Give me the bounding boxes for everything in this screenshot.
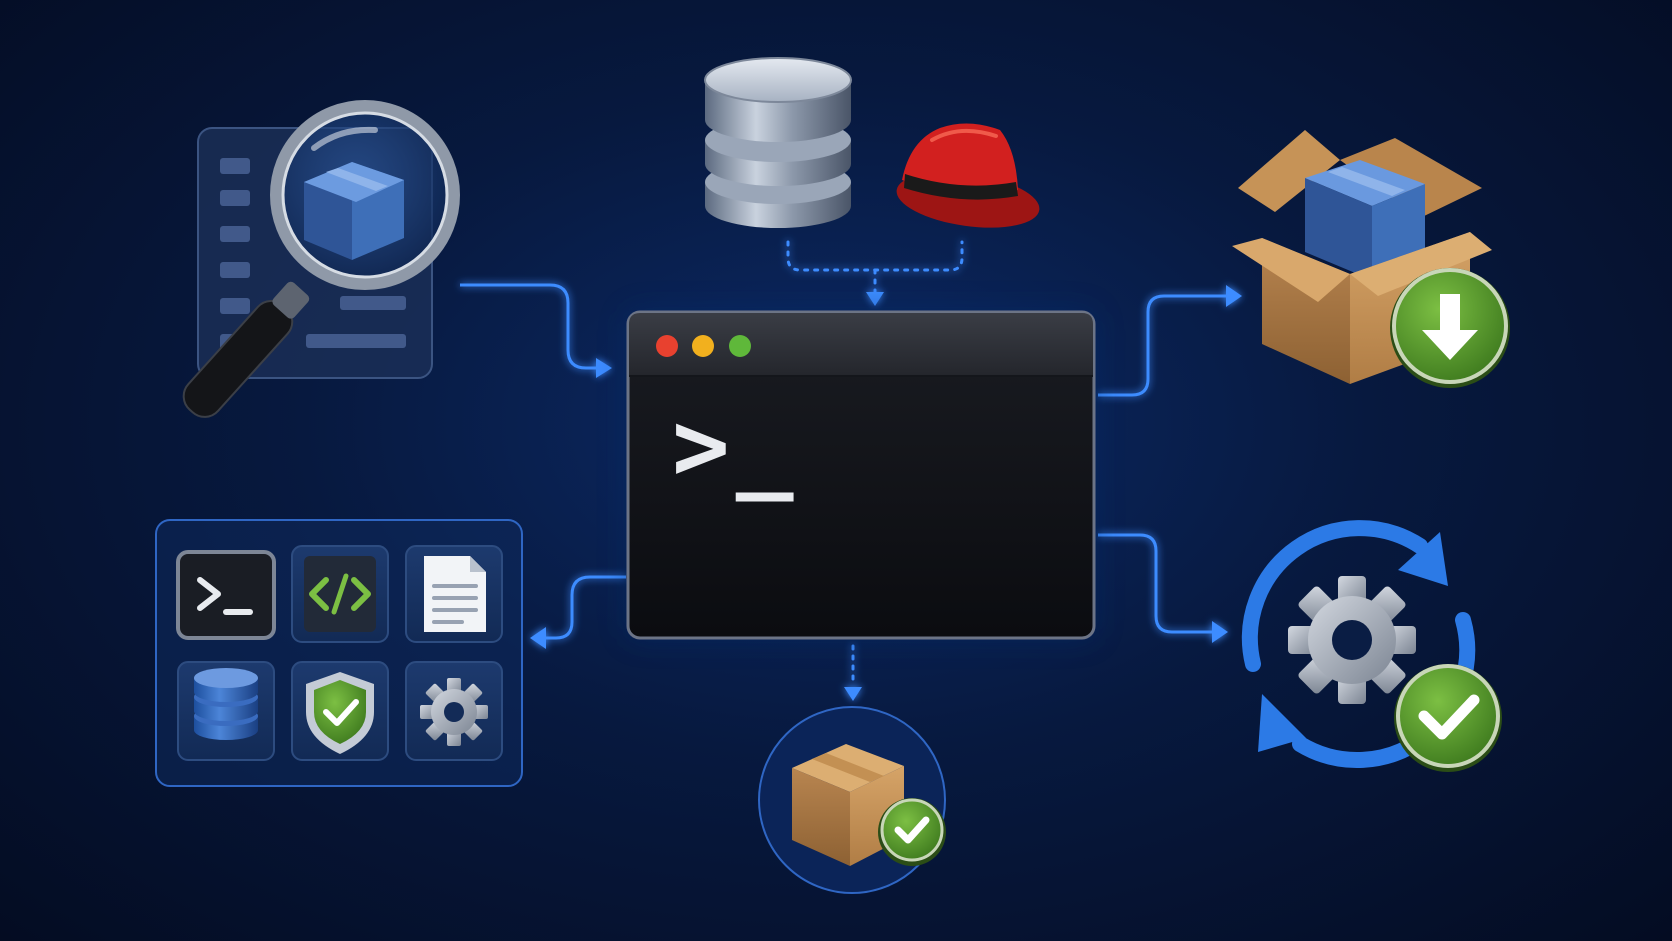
arrowhead-search	[596, 358, 612, 378]
window-close-button[interactable]	[656, 335, 678, 357]
package-search-icon	[182, 100, 460, 418]
tools-panel	[155, 519, 523, 787]
code-tool-icon[interactable]	[291, 545, 389, 643]
package-install-icon	[1232, 130, 1510, 388]
connectors	[460, 240, 1242, 701]
settings-gear-icon	[1288, 576, 1416, 704]
arrowhead-source	[866, 292, 884, 306]
verified-check-badge-icon	[878, 798, 946, 866]
security-shield-tool-icon[interactable]	[291, 661, 389, 761]
document-tool-icon[interactable]	[405, 545, 503, 643]
package-update-icon	[1241, 520, 1502, 772]
arrowhead-install	[1226, 285, 1242, 307]
arrowhead-update	[1212, 621, 1228, 643]
update-success-badge-icon	[1394, 664, 1502, 772]
terminal-title-bar	[629, 313, 1093, 376]
package-cube-in-lens	[304, 162, 404, 260]
connector-search-to-terminal	[460, 283, 606, 370]
window-minimize-button[interactable]	[692, 335, 714, 357]
arrowhead-tools	[530, 627, 546, 649]
terminal-tool-icon[interactable]	[176, 550, 276, 640]
connector-terminal-to-install	[1098, 294, 1226, 397]
connector-terminal-to-tools	[545, 575, 626, 640]
settings-tool-icon[interactable]	[405, 661, 503, 761]
silver-database-icon	[704, 57, 852, 228]
redhat-icon	[896, 123, 1040, 228]
connector-source-to-terminal	[786, 240, 964, 298]
database-tool-icon[interactable]	[177, 661, 275, 761]
connector-terminal-to-update	[1098, 533, 1212, 634]
arrowhead-verified	[844, 687, 862, 701]
verified-package-icon	[758, 706, 946, 894]
repository-source-icon	[704, 57, 1040, 228]
window-maximize-button[interactable]	[729, 335, 751, 357]
terminal-window	[626, 310, 1096, 640]
download-badge-icon	[1390, 268, 1510, 388]
terminal-prompt: >_	[672, 390, 800, 502]
